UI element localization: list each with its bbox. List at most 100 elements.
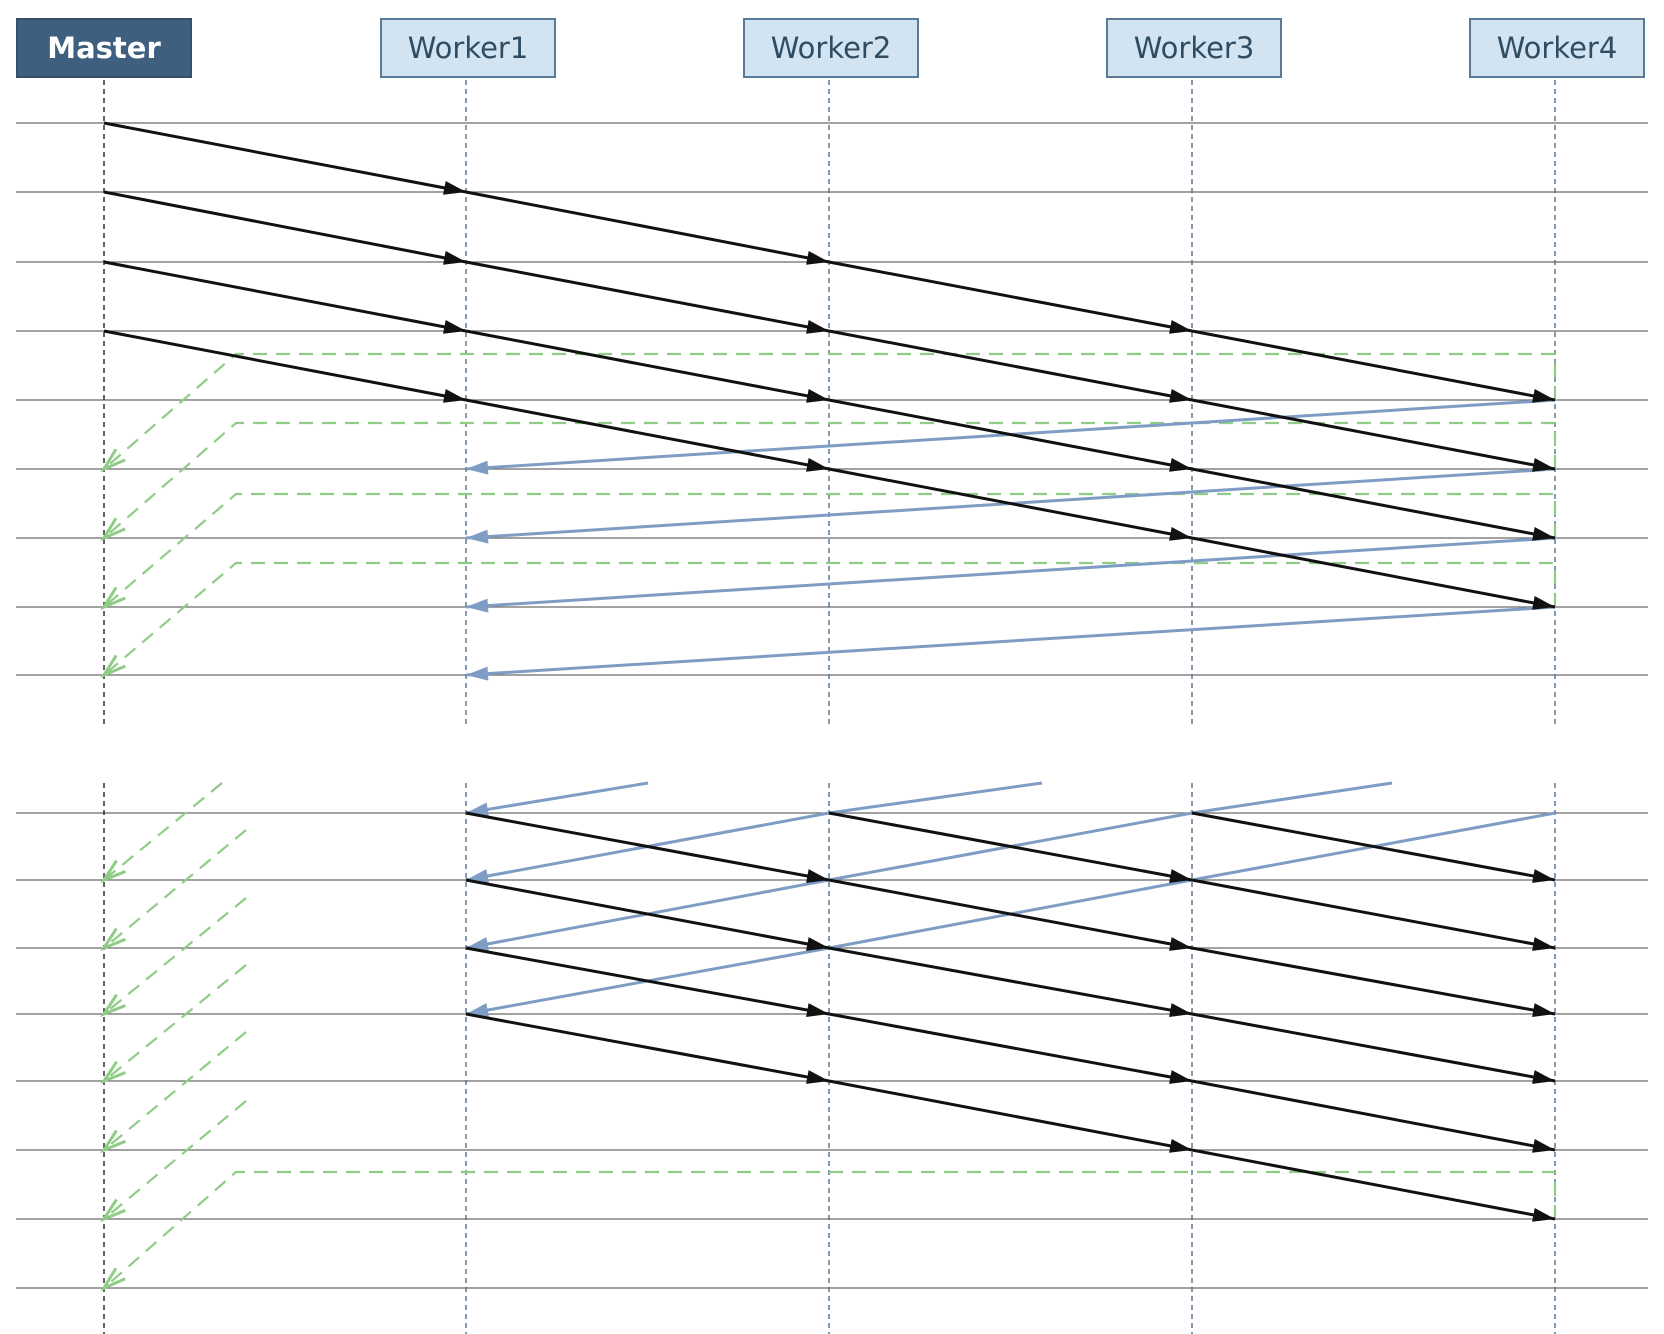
forward-arrow: [1191, 1079, 1556, 1152]
forward-arrow-head: [1532, 1139, 1555, 1153]
forward-arrow: [103, 121, 467, 194]
forward-arrow: [1191, 878, 1556, 950]
result-arrow: [103, 782, 223, 881]
result-arrow: [103, 1031, 247, 1151]
forward-arrow-head: [1169, 527, 1192, 541]
result-arrow: [103, 964, 247, 1082]
forward-arrow-head: [1169, 458, 1192, 472]
forward-arrow-head: [1532, 1070, 1555, 1084]
forward-arrow-head: [1532, 389, 1555, 403]
forward-arrow-head: [1169, 320, 1192, 334]
backward-arrow-head: [466, 666, 489, 681]
forward-arrow-head: [806, 458, 829, 472]
forward-arrow-head: [806, 320, 829, 334]
backward-arrow: [465, 536, 1556, 609]
forward-arrow: [1191, 329, 1556, 402]
forward-arrow-head: [1169, 389, 1192, 403]
forward-arrow-head: [1169, 869, 1192, 883]
result-arrow: [103, 352, 1557, 470]
forward-arrow-head: [1169, 937, 1192, 951]
forward-arrow: [828, 811, 1193, 882]
forward-arrow: [1191, 398, 1556, 471]
result-arrow-head: [100, 448, 126, 473]
forward-arrow-head: [443, 320, 466, 334]
forward-arrow-head: [1169, 1003, 1192, 1017]
backward-arrow-head: [466, 869, 489, 883]
forward-arrow: [465, 878, 830, 950]
result-arrow: [103, 421, 1557, 539]
backward-arrow-head: [466, 1003, 489, 1017]
result-arrow: [103, 561, 1557, 676]
forward-arrow-head: [806, 250, 829, 265]
forward-arrow: [465, 811, 830, 882]
forward-arrow: [465, 946, 830, 1016]
result-arrow-head: [100, 586, 126, 611]
forward-arrow: [1191, 467, 1556, 540]
worker3-node: Worker3: [1106, 18, 1282, 78]
forward-arrow: [828, 260, 1193, 333]
master-node: Master: [16, 18, 192, 78]
result-arrow: [103, 492, 1557, 608]
forward-arrow-head: [1532, 527, 1555, 541]
backward-arrow: [828, 781, 1043, 815]
forward-arrow-head: [1532, 1003, 1555, 1017]
result-arrow: [103, 1100, 247, 1220]
forward-arrow-head: [806, 1070, 829, 1084]
forward-arrow: [1191, 1012, 1556, 1083]
lifelines: [103, 80, 1556, 1334]
forward-arrow-head: [1532, 596, 1555, 610]
forward-arrow: [828, 398, 1193, 471]
forward-arrow: [465, 260, 830, 333]
forward-arrow: [828, 878, 1193, 950]
forward-arrow: [1191, 536, 1556, 609]
forward-arrow-head: [1532, 869, 1555, 883]
result-arrow-head: [100, 859, 126, 884]
forward-arrow-head: [443, 181, 466, 195]
forward-arrow-head: [806, 869, 829, 883]
forward-arrow: [465, 398, 830, 471]
forward-arrow: [103, 329, 467, 402]
result-arrow-head: [100, 517, 126, 542]
result-arrow: [103, 897, 247, 1015]
forward-arrow-head: [1169, 1070, 1192, 1084]
backward-arrow: [1191, 781, 1393, 815]
forward-arrow: [103, 260, 467, 333]
backward-pass-arrows: [465, 398, 1556, 1017]
backward-arrow: [465, 781, 649, 815]
forward-arrow: [828, 467, 1193, 540]
result-arrow-head: [100, 1060, 127, 1085]
worker4-node: Worker4: [1469, 18, 1645, 78]
result-arrow: [103, 829, 247, 949]
forward-arrow-head: [1532, 458, 1555, 472]
forward-arrow: [828, 329, 1193, 402]
result-arrow-head: [100, 1129, 126, 1154]
forward-arrow-head: [806, 1003, 829, 1017]
backward-arrow-head: [466, 598, 489, 613]
forward-arrow: [828, 1079, 1193, 1152]
forward-arrow: [103, 190, 467, 264]
forward-arrow: [465, 329, 830, 402]
forward-arrow: [465, 1012, 830, 1083]
backward-arrow-head: [466, 460, 489, 475]
result-return-arrows: [100, 352, 1557, 1292]
worker2-node: Worker2: [743, 18, 919, 78]
result-arrow-head: [100, 927, 126, 952]
forward-arrow-head: [806, 937, 829, 951]
forward-arrow-head: [1532, 937, 1555, 951]
forward-arrow: [1191, 811, 1556, 882]
result-arrow: [103, 1170, 1557, 1289]
forward-pass-arrows: [103, 121, 1556, 1222]
forward-arrow-head: [1169, 1139, 1192, 1153]
result-arrow-head: [100, 1267, 126, 1292]
backward-arrow: [465, 605, 1556, 677]
forward-arrow: [1191, 946, 1556, 1016]
forward-arrow-head: [443, 250, 466, 265]
forward-arrow-head: [443, 389, 466, 403]
forward-arrow-head: [806, 389, 829, 403]
result-arrow-head: [100, 654, 126, 679]
result-arrow-head: [100, 1198, 126, 1223]
worker1-node: Worker1: [380, 18, 556, 78]
backward-arrow-head: [466, 529, 489, 544]
backward-arrow-head: [466, 937, 489, 951]
